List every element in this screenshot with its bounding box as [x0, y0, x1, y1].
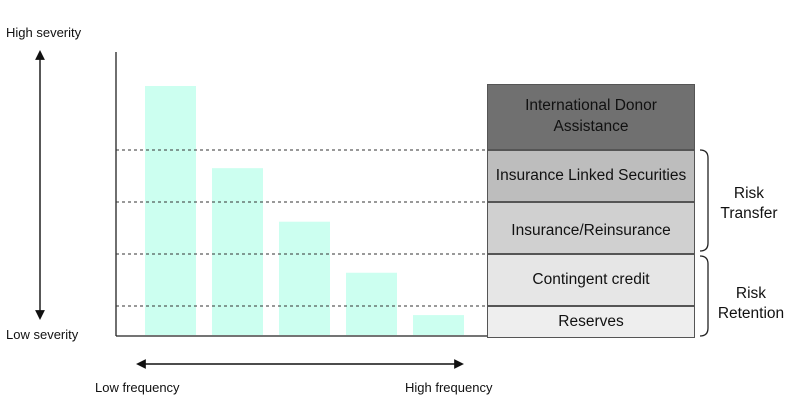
risk-retention-label: Risk Retention	[717, 285, 785, 323]
risk-retention-bracket	[699, 255, 709, 337]
layer-label: International Donor Assistance	[525, 97, 657, 135]
layer-insurance-linked-securities: Insurance Linked Securities	[487, 150, 695, 202]
layer-label: Insurance Linked Securities	[495, 166, 687, 184]
layer-label: Contingent credit	[532, 270, 650, 288]
frequency-bar	[145, 86, 196, 335]
frequency-bar	[413, 315, 464, 335]
high-severity-label: High severity	[6, 25, 82, 40]
frequency-bars	[145, 86, 464, 335]
low-severity-label: Low severity	[6, 327, 79, 342]
layer-label: Insurance/Reinsurance	[511, 221, 671, 239]
risk-transfer-bracket	[699, 149, 709, 252]
frequency-bar	[346, 272, 397, 335]
layer-international-donor-assistance: International Donor Assistance	[487, 84, 695, 150]
high-frequency-label: High frequency	[405, 380, 493, 395]
layer-contingent-credit: Contingent credit	[487, 254, 695, 306]
frequency-bar	[212, 168, 263, 335]
layer-label: Reserves	[558, 312, 624, 330]
low-frequency-label: Low frequency	[95, 380, 180, 395]
risk-transfer-label: Risk Transfer	[720, 185, 778, 223]
layer-reserves: Reserves	[487, 306, 695, 338]
layer-insurance-reinsurance: Insurance/Reinsurance	[487, 202, 695, 254]
frequency-bar	[279, 221, 330, 335]
